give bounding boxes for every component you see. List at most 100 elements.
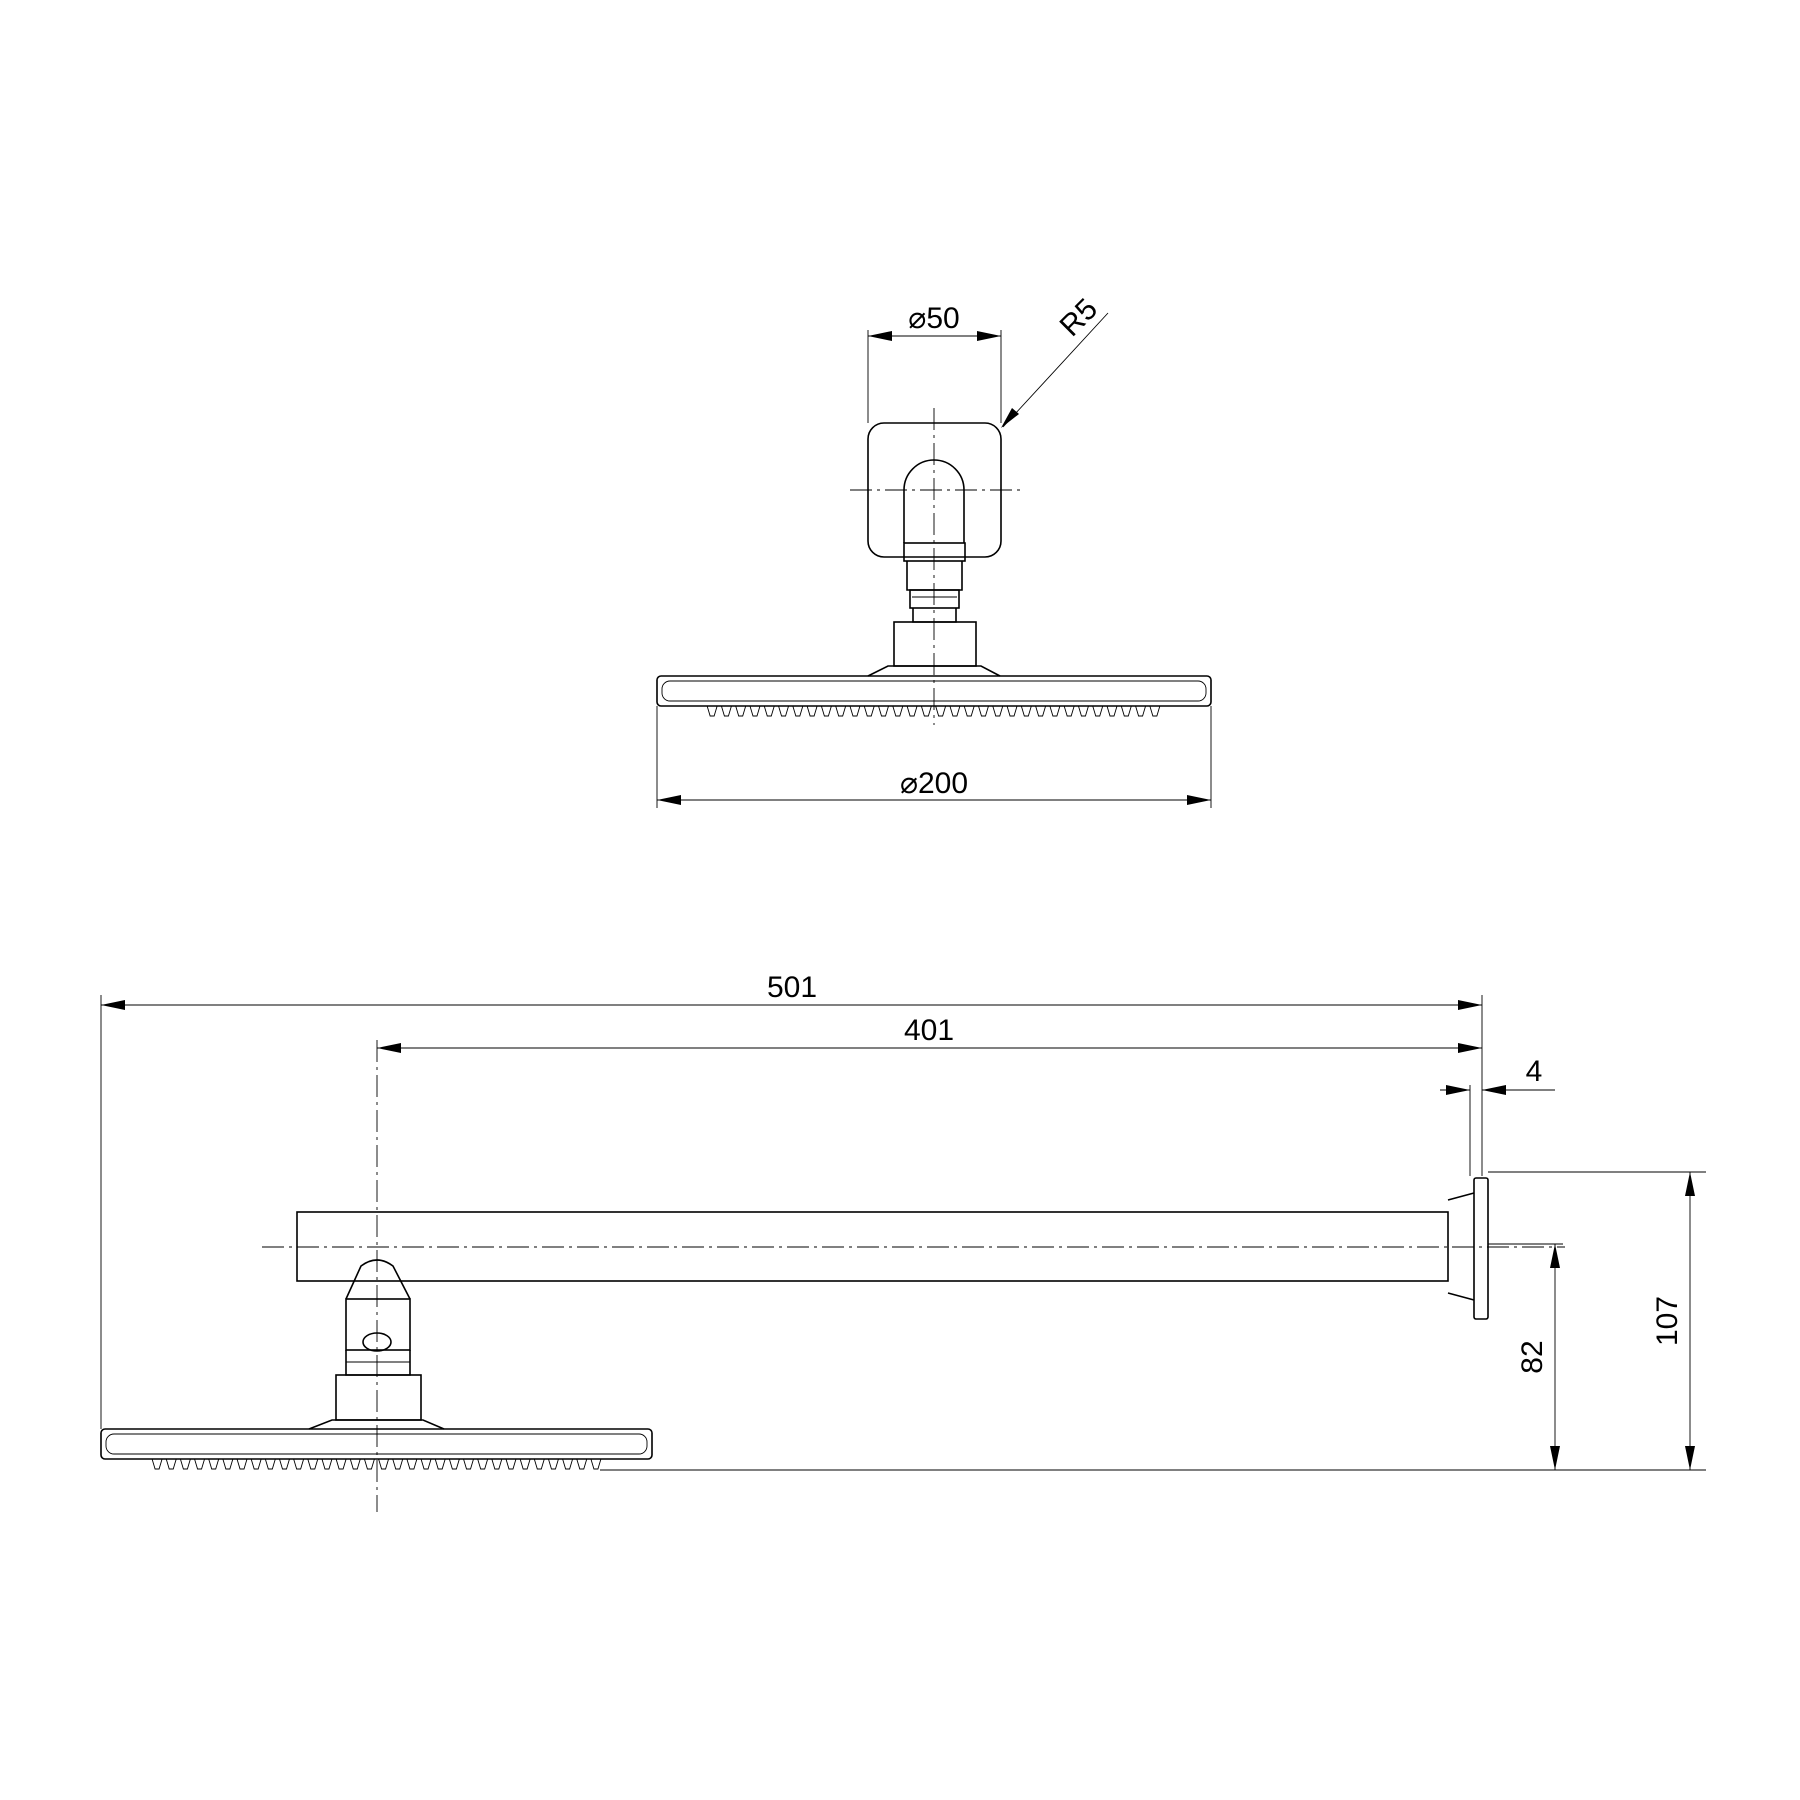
nozzle xyxy=(878,705,889,717)
nozzle xyxy=(293,1458,305,1470)
nozzle xyxy=(1106,705,1118,717)
side-shower-head-plate xyxy=(100,1428,653,1460)
head-connector xyxy=(893,621,977,667)
dim-text-arm-length: 401 xyxy=(904,1014,954,1047)
ball-joint-body xyxy=(903,542,966,562)
dim-head-diameter: ⌀200 xyxy=(656,706,1212,808)
nozzle xyxy=(735,705,747,717)
dim-text-corner-radius: R5 xyxy=(1054,292,1104,342)
nozzle xyxy=(949,705,961,717)
nozzle xyxy=(763,705,775,717)
nozzle-row xyxy=(706,705,1161,717)
nozzle xyxy=(1135,705,1147,717)
nozzle xyxy=(906,705,918,717)
joint-neck xyxy=(906,561,963,591)
dim-arm-centre-height: 82 xyxy=(1516,1244,1560,1470)
nozzle xyxy=(165,1458,177,1470)
nozzle xyxy=(491,1458,503,1470)
nozzle xyxy=(562,1458,574,1470)
nozzle xyxy=(194,1458,205,1470)
shower-arm xyxy=(296,1211,1449,1282)
nozzle xyxy=(279,1458,290,1470)
nozzle xyxy=(236,1458,248,1470)
nozzle xyxy=(1063,705,1075,717)
nozzle xyxy=(590,1458,602,1470)
dim-text-arm-centre-height: 82 xyxy=(1516,1340,1549,1373)
nozzle xyxy=(978,705,989,717)
nozzle xyxy=(1049,705,1061,717)
nozzle xyxy=(806,705,818,717)
nozzle xyxy=(849,705,861,717)
joint-nut xyxy=(909,589,960,609)
nozzle xyxy=(477,1458,489,1470)
wall-flange xyxy=(1473,1177,1489,1320)
swivel-nut xyxy=(345,1350,411,1376)
nozzle xyxy=(505,1458,517,1470)
nozzle xyxy=(250,1458,262,1470)
nozzle xyxy=(420,1458,432,1470)
joint-collar xyxy=(912,608,957,623)
nozzle xyxy=(533,1458,545,1470)
shower-head-plate xyxy=(656,675,1212,707)
nozzle xyxy=(1149,705,1161,717)
dim-text-flange-thickness: 4 xyxy=(1526,1055,1543,1088)
dim-text-flange-height: 107 xyxy=(1651,1296,1684,1346)
side-view: 501 401 4 82 107 xyxy=(100,971,1706,1512)
nozzle xyxy=(720,705,732,717)
dim-text-overall-length: 501 xyxy=(767,971,817,1004)
nozzle xyxy=(1035,705,1047,717)
nozzle xyxy=(378,1458,390,1470)
nozzle xyxy=(935,705,947,717)
nozzle xyxy=(892,705,904,717)
dim-escutcheon-diameter: ⌀50 xyxy=(867,302,1002,423)
side-head-connector xyxy=(335,1374,422,1421)
side-nozzle-row xyxy=(151,1458,602,1470)
nozzle xyxy=(463,1458,474,1470)
nozzle xyxy=(222,1458,234,1470)
nozzle xyxy=(392,1458,404,1470)
nozzle xyxy=(321,1458,333,1470)
nozzle xyxy=(1078,705,1089,717)
dim-text-escutcheon-diameter: ⌀50 xyxy=(908,302,959,335)
nozzle xyxy=(820,705,832,717)
nozzle xyxy=(349,1458,361,1470)
nozzle xyxy=(1120,705,1132,717)
nozzle xyxy=(264,1458,276,1470)
nozzle xyxy=(992,705,1004,717)
dim-flange-thickness: 4 xyxy=(1440,1055,1555,1095)
nozzle xyxy=(792,705,804,717)
nozzle xyxy=(151,1458,163,1470)
nozzle xyxy=(1020,705,1032,717)
swivel-ball xyxy=(345,1259,411,1300)
dim-overall-length: 501 xyxy=(101,971,1482,1010)
nozzle xyxy=(519,1458,531,1470)
head-dome xyxy=(867,665,1001,677)
nozzle xyxy=(548,1458,559,1470)
nozzle xyxy=(863,705,875,717)
front-view: ⌀50 R5 ⌀200 xyxy=(656,292,1212,808)
nozzle xyxy=(434,1458,446,1470)
side-head-dome xyxy=(308,1419,445,1430)
nozzle xyxy=(920,705,932,717)
nozzle xyxy=(1092,705,1104,717)
nozzle xyxy=(963,705,975,717)
nozzle xyxy=(208,1458,220,1470)
nozzle xyxy=(406,1458,418,1470)
nozzle xyxy=(307,1458,319,1470)
nozzle xyxy=(335,1458,347,1470)
nozzle xyxy=(778,705,789,717)
dim-text-head-diameter: ⌀200 xyxy=(900,767,968,800)
dim-flange-height: 107 xyxy=(1651,1172,1695,1470)
nozzle xyxy=(835,705,847,717)
nozzle xyxy=(363,1458,375,1470)
dim-arm-length: 401 xyxy=(377,1014,1482,1053)
nozzle xyxy=(1006,705,1018,717)
nozzle xyxy=(179,1458,191,1470)
swivel-body xyxy=(345,1298,411,1351)
nozzle xyxy=(749,705,761,717)
arm-end-circle xyxy=(903,459,965,543)
nozzle xyxy=(706,705,718,717)
nozzle xyxy=(448,1458,460,1470)
nozzle xyxy=(576,1458,588,1470)
